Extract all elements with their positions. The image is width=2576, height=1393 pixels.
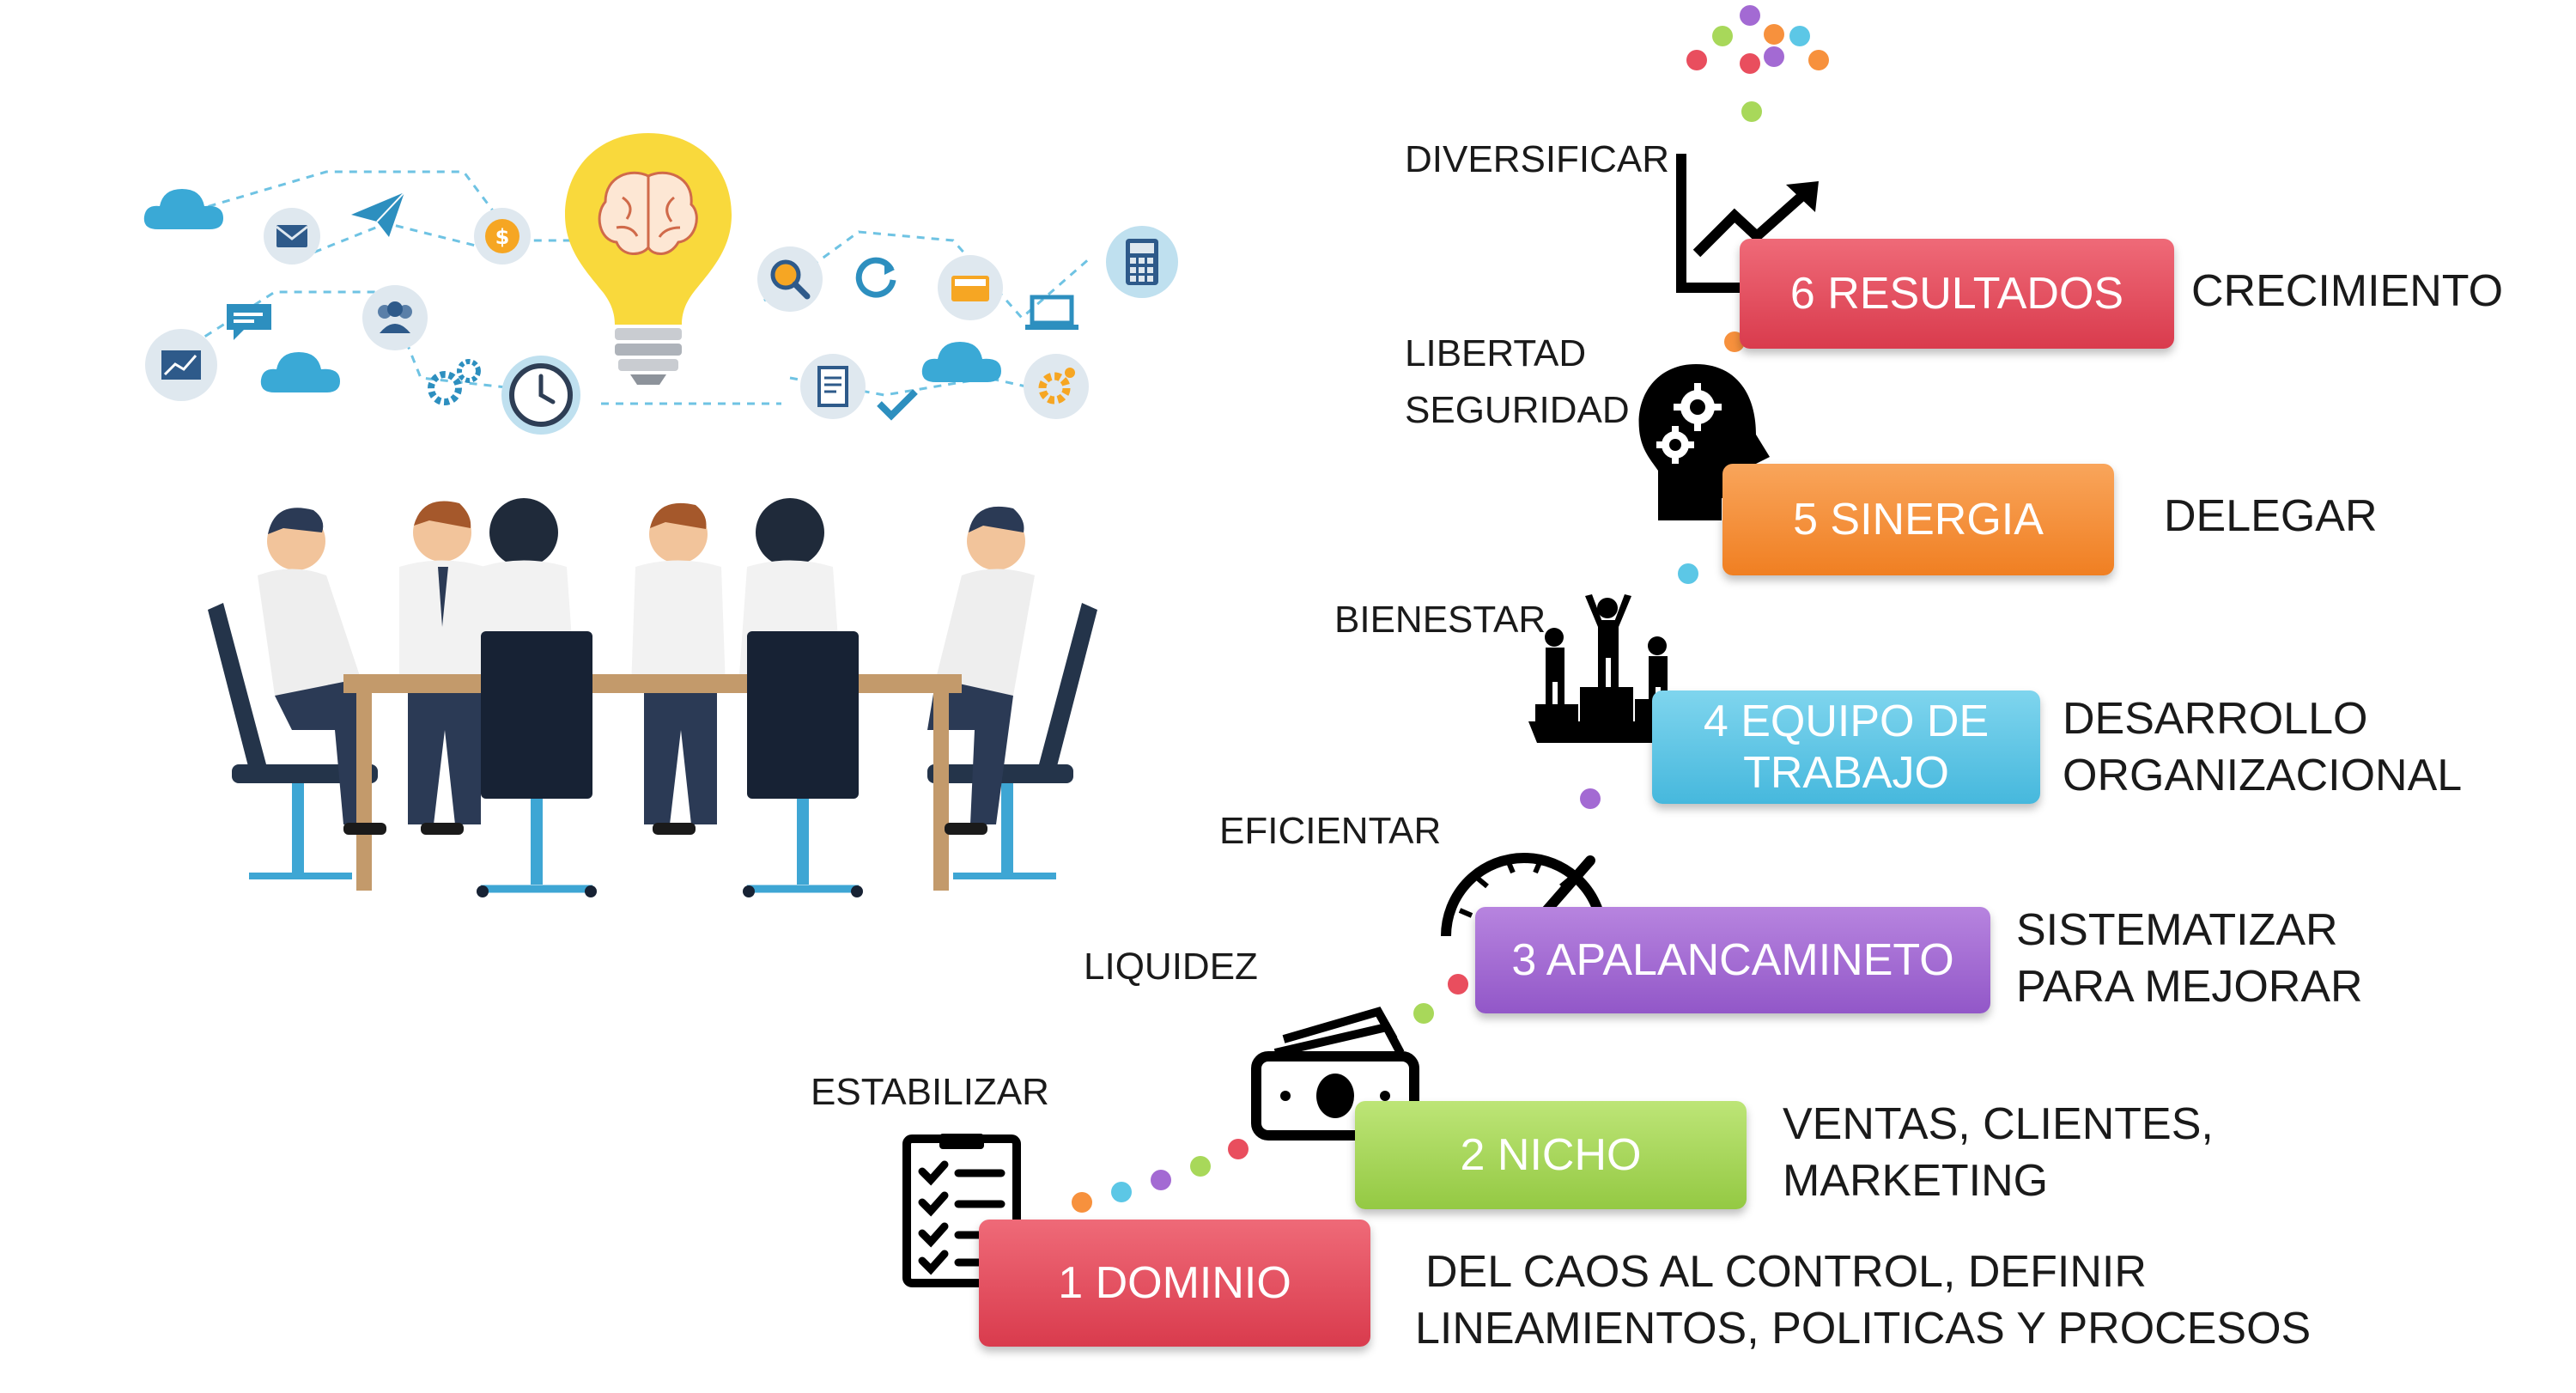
dot xyxy=(1678,563,1698,584)
mail-icon xyxy=(264,208,320,265)
cloud-icon xyxy=(260,352,340,392)
dot xyxy=(1413,1003,1434,1024)
step-2-label: 2 NICHO xyxy=(1460,1130,1642,1180)
chart-icon xyxy=(145,329,217,401)
step-2-box: 2 NICHO xyxy=(1355,1101,1747,1209)
meeting-scene xyxy=(197,481,1108,928)
dot xyxy=(1764,24,1784,45)
laptop-icon xyxy=(1025,295,1078,330)
step-4-left-label: BIENESTAR xyxy=(1334,599,1546,641)
step-1-box: 1 DOMINIO xyxy=(979,1220,1370,1347)
dot xyxy=(1712,26,1733,46)
gears-icon xyxy=(428,359,481,405)
technology-icons-cloud: $ xyxy=(129,120,1194,447)
step-1-left-label: ESTABILIZAR xyxy=(811,1071,1049,1113)
search-icon xyxy=(757,246,823,312)
dot xyxy=(1228,1139,1249,1159)
clock-icon xyxy=(501,356,580,435)
dot xyxy=(1580,788,1601,809)
lightbulb-brain-icon xyxy=(565,133,732,385)
person xyxy=(258,508,369,824)
step-1-label: 1 DOMINIO xyxy=(1058,1258,1291,1308)
step-4-description-line-2: ORGANIZACIONAL xyxy=(2063,751,2463,800)
cloud-icon xyxy=(143,189,223,229)
step-3-left-label: EFICIENTAR xyxy=(1219,810,1442,852)
front-chair xyxy=(743,631,863,897)
cloud-icon xyxy=(921,342,1001,382)
step-1-description-line-1: DEL CAOS AL CONTROL, DEFINIR xyxy=(1425,1247,2147,1297)
step-2-description-line-1: VENTAS, CLIENTES, xyxy=(1783,1099,2214,1149)
step-4-label-line-2: TRABAJO xyxy=(1743,748,1949,798)
step-6-label: 6 RESULTADOS xyxy=(1789,269,2124,319)
step-6-description: CRECIMIENTO xyxy=(2191,266,2504,316)
dot xyxy=(1808,50,1829,70)
users-icon xyxy=(362,285,428,350)
step-3-description-line-1: SISTEMATIZAR xyxy=(2016,905,2338,955)
step-4-box: 4 EQUIPO DE TRABAJO xyxy=(1652,690,2040,804)
step-5-description: DELEGAR xyxy=(2164,491,2378,541)
dot xyxy=(1190,1156,1211,1177)
dot xyxy=(1764,46,1784,67)
step-4-label-line-1: 4 EQUIPO DE xyxy=(1703,696,1990,746)
step-5-label: 5 SINERGIA xyxy=(1793,495,2044,544)
settings-icon xyxy=(1024,354,1089,419)
meeting-table xyxy=(343,674,962,693)
paper-plane-icon xyxy=(351,192,405,237)
card-icon xyxy=(938,255,1003,320)
dot xyxy=(1741,101,1762,122)
step-4-description-line-1: DESARROLLO xyxy=(2063,694,2368,744)
svg-text:$: $ xyxy=(495,225,510,249)
person xyxy=(399,501,489,824)
step-6-left-label: DIVERSIFICAR xyxy=(1405,138,1670,180)
dot xyxy=(1111,1182,1132,1202)
dot xyxy=(1740,5,1760,26)
step-6-box: 6 RESULTADOS xyxy=(1740,239,2174,349)
step-3-description-line-2: PARA MEJORAR xyxy=(2016,962,2363,1012)
refresh-icon xyxy=(855,257,896,298)
dot xyxy=(1686,50,1707,70)
step-5-left-label-line-2: SEGURIDAD xyxy=(1405,389,1630,431)
chat-icon xyxy=(227,304,271,340)
dot xyxy=(1448,974,1468,995)
front-chair xyxy=(477,631,597,897)
dot xyxy=(1151,1170,1171,1190)
meeting-table-people xyxy=(208,498,1097,897)
step-2-left-label: LIQUIDEZ xyxy=(1084,946,1258,988)
document-icon xyxy=(800,354,866,419)
calculator-icon xyxy=(1106,226,1178,298)
dot xyxy=(1740,53,1760,74)
dot xyxy=(1789,26,1810,46)
person xyxy=(631,502,726,824)
dot xyxy=(1072,1192,1092,1213)
step-5-left-label-line-1: LIBERTAD xyxy=(1405,332,1587,374)
check-icon xyxy=(877,389,918,421)
step-5-box: 5 SINERGIA xyxy=(1722,464,2114,575)
step-3-label: 3 APALANCAMINETO xyxy=(1511,935,1954,985)
coin-icon: $ xyxy=(474,208,531,265)
step-2-description-line-2: MARKETING xyxy=(1783,1156,2049,1206)
step-1-description-line-2: LINEAMIENTOS, POLITICAS Y PROCESOS xyxy=(1415,1304,2312,1353)
step-3-box: 3 APALANCAMINETO xyxy=(1475,907,1990,1013)
